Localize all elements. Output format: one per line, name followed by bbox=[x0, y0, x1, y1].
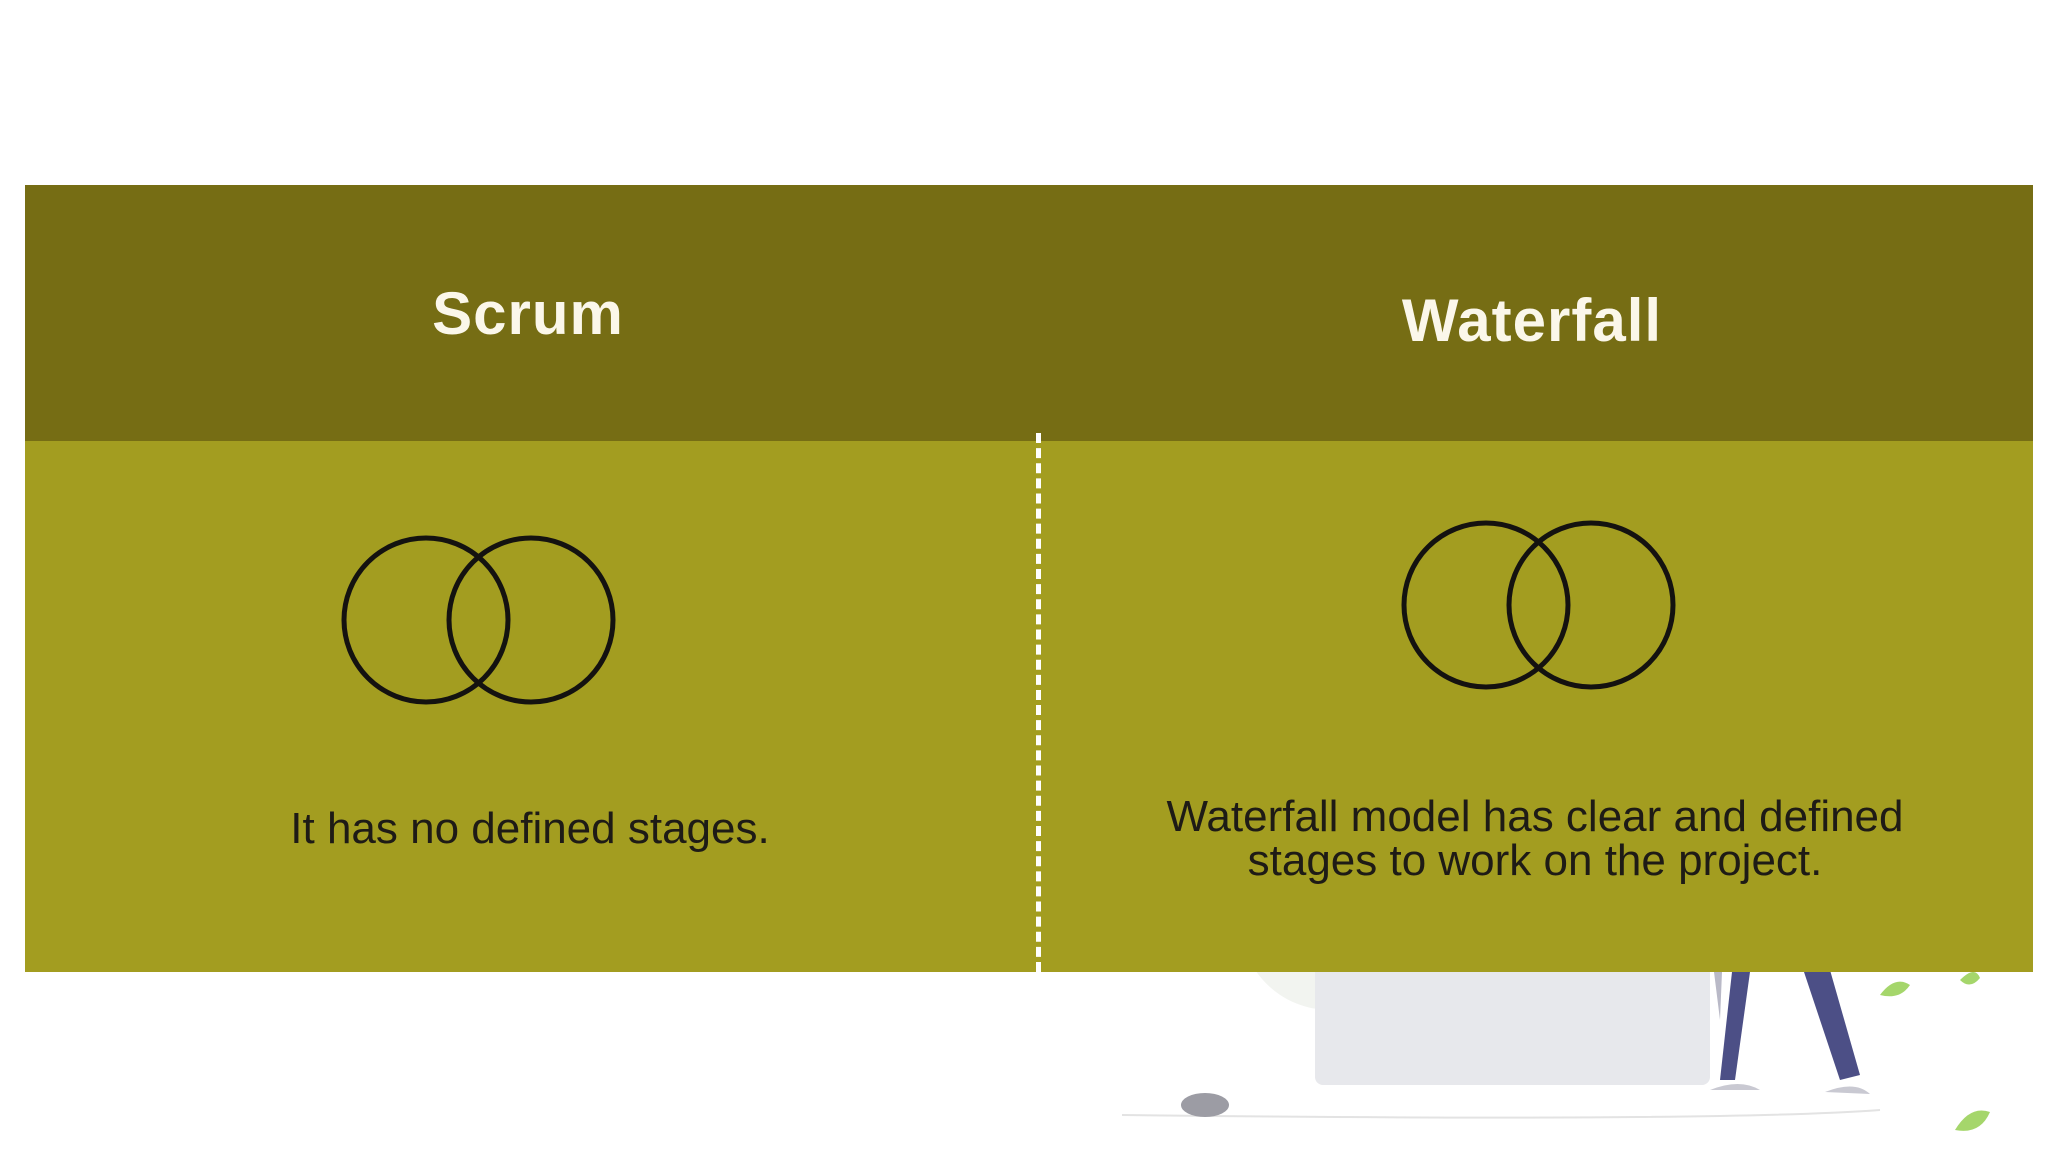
rock-decoration bbox=[1181, 1093, 1229, 1117]
scrum-title: Scrum bbox=[432, 279, 624, 347]
leaf-decoration-3 bbox=[1960, 971, 1980, 985]
column-divider bbox=[1036, 433, 1041, 972]
overlapping-circles-icon bbox=[1401, 520, 1676, 690]
waterfall-title: Waterfall bbox=[1401, 286, 1663, 354]
comparison-header bbox=[25, 185, 2033, 441]
comparison-panel: Scrum Waterfall It has no defined stages… bbox=[25, 185, 2033, 972]
ground-line-decoration bbox=[1121, 1109, 1881, 1119]
scrum-description: It has no defined stages. bbox=[290, 804, 770, 853]
waterfall-description: Waterfall model has clear and defined st… bbox=[1166, 792, 1904, 885]
leaf-decoration bbox=[1880, 981, 1910, 997]
person-shoe-right-illustration bbox=[1825, 1086, 1870, 1094]
leaf-decoration-2 bbox=[1955, 1110, 1990, 1131]
person-shoe-left-illustration bbox=[1710, 1084, 1760, 1090]
overlapping-circles-icon bbox=[341, 535, 616, 705]
